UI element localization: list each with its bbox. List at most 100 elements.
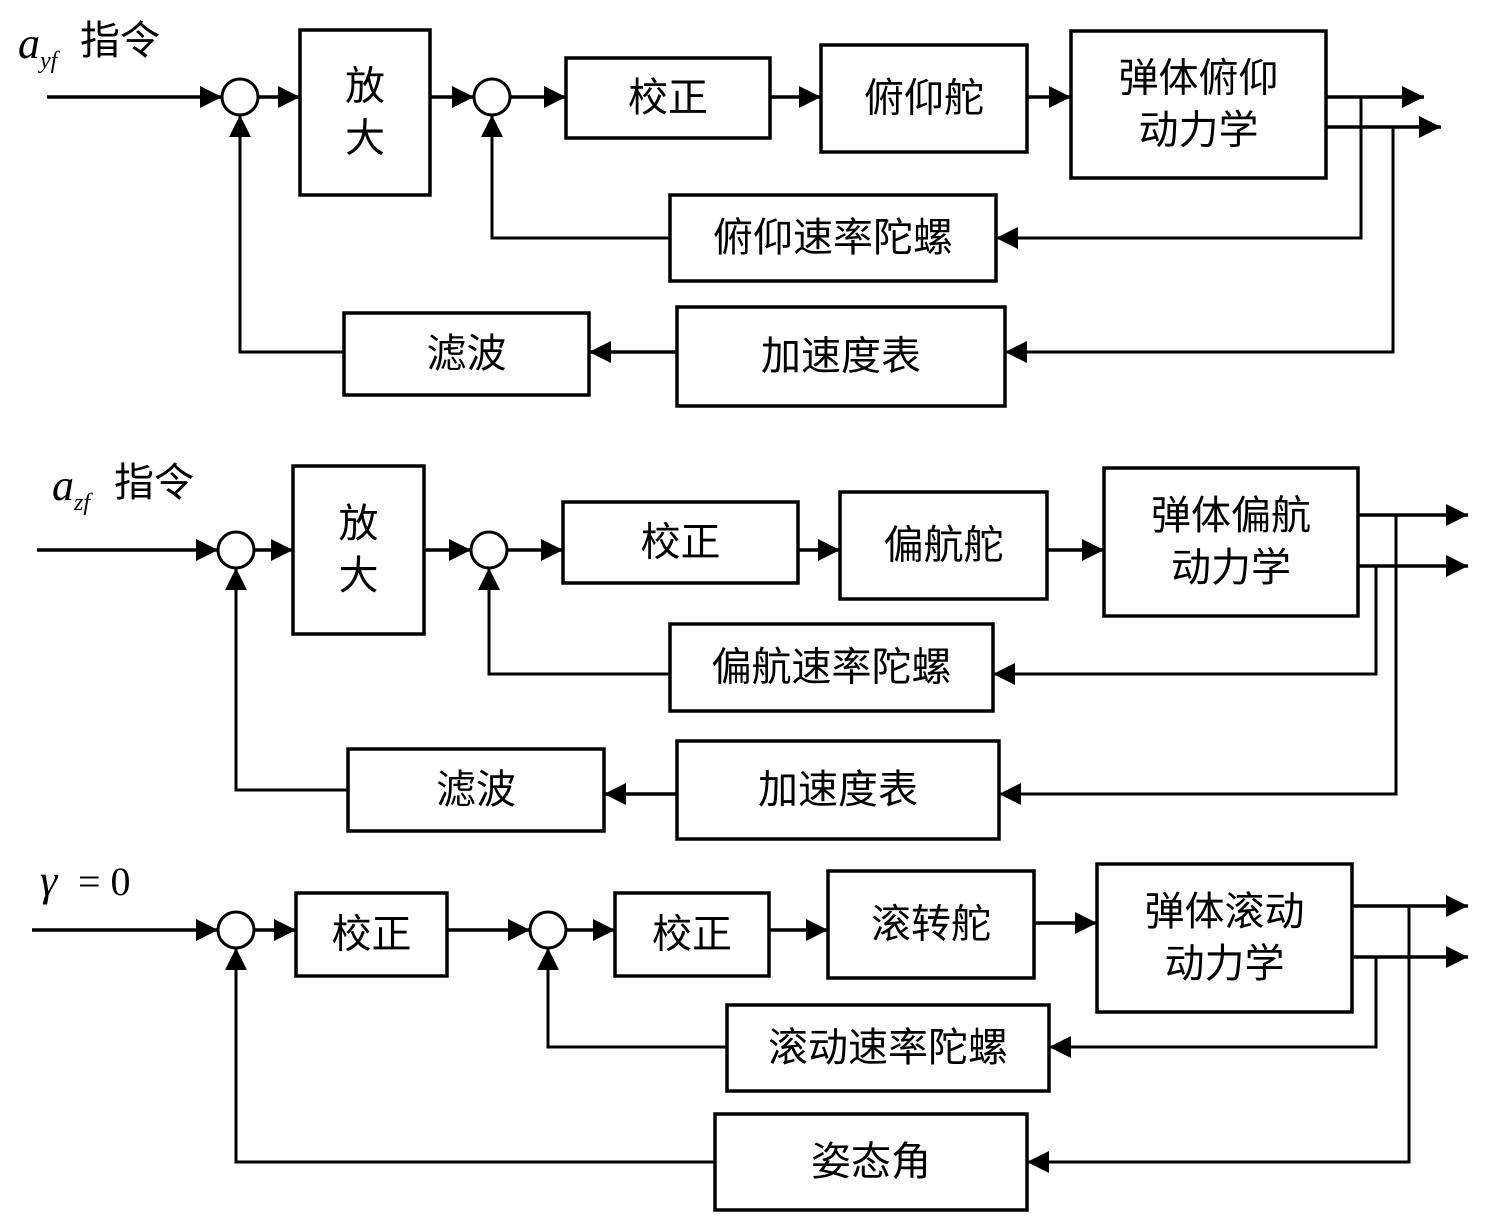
loop-yaw-filter-block-frame <box>346 747 606 833</box>
loop-pitch-amplifier-block: 放大 <box>298 28 432 197</box>
loop-pitch-actuator-block-label: 俯仰舵 <box>864 76 984 122</box>
loop-yaw-amplifier-block-frame <box>291 464 426 636</box>
loop-yaw-amplifier-block-label: 大 <box>339 553 379 599</box>
loop-pitch-rate-gyro-block-label: 俯仰速率陀螺 <box>713 215 953 261</box>
loop-yaw-plant-dynamics-block-label: 动力学 <box>1171 545 1291 591</box>
loop-yaw-amplifier-block-label: 放 <box>339 501 379 547</box>
arrowhead-icon <box>508 919 530 941</box>
loop-yaw-inner-feedback-line <box>487 568 670 676</box>
loop-roll-input-equation: = 0 <box>78 859 131 904</box>
loop-roll-attitude-angle-block: 姿态角 <box>713 1112 1029 1212</box>
loop-pitch-accelerometer-block-frame <box>675 305 1007 408</box>
loop-yaw-accelerometer-block: 加速度表 <box>675 739 1001 841</box>
loop-yaw-corrector-block: 校正 <box>561 500 800 585</box>
arrowhead-icon <box>278 86 300 108</box>
loop-yaw-inner-summing-junction <box>469 530 509 570</box>
loop-yaw-corrector-block-frame <box>561 500 800 585</box>
loop-pitch-rate-gyro-block-frame <box>668 193 998 283</box>
loop-roll-corrector-1-block: 校正 <box>294 891 449 978</box>
arrowhead-icon <box>1049 86 1071 108</box>
arrowhead-icon <box>537 948 559 970</box>
loop-pitch-input-command-label: 指令 <box>80 18 160 64</box>
loop-yaw-rate-gyro-block-frame <box>668 622 995 713</box>
arrowhead-icon <box>196 919 218 941</box>
loop-yaw-actuator-block-label: 偏航舵 <box>884 523 1004 569</box>
loop-roll-rate-gyro-block-frame <box>725 1003 1051 1093</box>
loop-pitch-corrector-block-label: 校正 <box>628 75 708 121</box>
output-arrow-icon <box>1419 116 1441 138</box>
loop-yaw-corrector-block-label: 校正 <box>641 520 721 566</box>
arrowhead-icon <box>996 227 1018 249</box>
loop-yaw-actuator-block-frame <box>838 490 1049 601</box>
arrowhead-icon <box>1082 539 1104 561</box>
arrowhead-icon <box>589 341 611 363</box>
loop-pitch-outer-feedback-line <box>238 115 344 354</box>
loop-pitch-filter-block-frame <box>342 311 591 397</box>
loop-roll-rate-gyro-block-label: 滚动速率陀螺 <box>768 1025 1008 1071</box>
loop-roll-corrector-2-block: 校正 <box>613 891 771 978</box>
loop-pitch-corrector-block: 校正 <box>564 56 772 140</box>
loop-yaw-rate-gyro-block: 偏航速率陀螺 <box>668 622 995 713</box>
arrowhead-icon <box>225 948 247 970</box>
arrowhead-icon <box>271 539 293 561</box>
loop-roll-input-label: γ <box>40 856 59 905</box>
output-arrow-icon <box>1446 895 1468 917</box>
arrowhead-icon <box>200 86 222 108</box>
loop-pitch-actuator-block: 俯仰舵 <box>819 43 1029 154</box>
arrowhead-icon <box>999 783 1021 805</box>
arrowhead-icon <box>1005 341 1027 363</box>
loop-roll-outer-feedback-line <box>234 948 715 1164</box>
loop-yaw-plant-dynamics-block-frame <box>1102 466 1360 618</box>
loop-roll-attitude-feedback-line <box>1027 906 1411 1164</box>
loop-pitch-plant-dynamics-block-label: 弹体俯仰 <box>1119 56 1279 102</box>
blocks-layer: 放大校正俯仰舵弹体俯仰动力学俯仰速率陀螺加速度表滤波放大校正偏航舵弹体偏航动力学… <box>216 28 1360 1212</box>
loop-pitch-amplifier-block-label: 放 <box>345 64 385 110</box>
loop-roll-attitude-angle-block-frame <box>713 1112 1029 1212</box>
loop-pitch-rate-gyro-block: 俯仰速率陀螺 <box>668 193 998 283</box>
loop-roll-rate-gyro-block: 滚动速率陀螺 <box>725 1003 1051 1093</box>
loop-yaw-accelerometer-block-label: 加速度表 <box>758 767 918 813</box>
loop-pitch-outer-summing-junction <box>220 77 260 117</box>
arrowhead-icon <box>799 86 821 108</box>
arrowhead-icon <box>818 539 840 561</box>
arrowhead-icon <box>806 919 828 941</box>
loop-roll-corrector-2-block-frame <box>613 891 771 978</box>
loop-yaw-actuator-block: 偏航舵 <box>838 490 1049 601</box>
output-arrow-icon <box>1402 86 1424 108</box>
loop-yaw-accelerometer-block-frame <box>675 739 1001 841</box>
loop-roll-corrector-1-block-label: 校正 <box>332 912 412 958</box>
loop-roll-actuator-block-label: 滚转舵 <box>871 902 991 948</box>
loop-pitch-corrector-block-frame <box>564 56 772 140</box>
loop-pitch-filter-block: 滤波 <box>342 311 591 397</box>
loop-roll-actuator-block: 滚转舵 <box>826 869 1036 980</box>
loop-roll-plant-dynamics-block-label: 动力学 <box>1165 941 1285 987</box>
loop-roll-inner-summing-junction <box>528 910 568 950</box>
loop-yaw-accel-feedback-line <box>999 515 1398 796</box>
loop-yaw-input-label: azf <box>52 461 93 516</box>
loop-yaw-gyro-feedback-line <box>993 566 1378 676</box>
arrowhead-icon <box>1049 1036 1071 1058</box>
wires-layer <box>32 86 1468 1173</box>
loop-roll-inner-feedback-line <box>546 948 727 1049</box>
arrowhead-icon <box>541 539 563 561</box>
arrowhead-icon <box>993 663 1015 685</box>
loop-pitch-accelerometer-block-label: 加速度表 <box>761 334 921 380</box>
output-arrow-icon <box>1446 555 1468 577</box>
loop-roll-corrector-1-block-frame <box>294 891 449 978</box>
loop-roll-plant-dynamics-block-frame <box>1095 862 1354 1014</box>
loop-pitch-plant-dynamics-block-frame <box>1069 29 1328 180</box>
loop-pitch-filter-block-label: 滤波 <box>427 331 507 377</box>
loop-pitch-amplifier-block-frame <box>298 28 432 197</box>
loop-roll-outer-summing-junction <box>216 910 256 950</box>
loop-roll-actuator-block-frame <box>826 869 1036 980</box>
loop-pitch-plant-dynamics-block-label: 动力学 <box>1139 108 1259 154</box>
loop-yaw-rate-gyro-block-label: 偏航速率陀螺 <box>712 645 952 691</box>
loop-pitch-gyro-feedback-line <box>996 97 1363 240</box>
loop-yaw-outer-feedback-line <box>234 568 348 792</box>
arrowhead-icon <box>1075 912 1097 934</box>
arrowhead-icon <box>274 919 296 941</box>
